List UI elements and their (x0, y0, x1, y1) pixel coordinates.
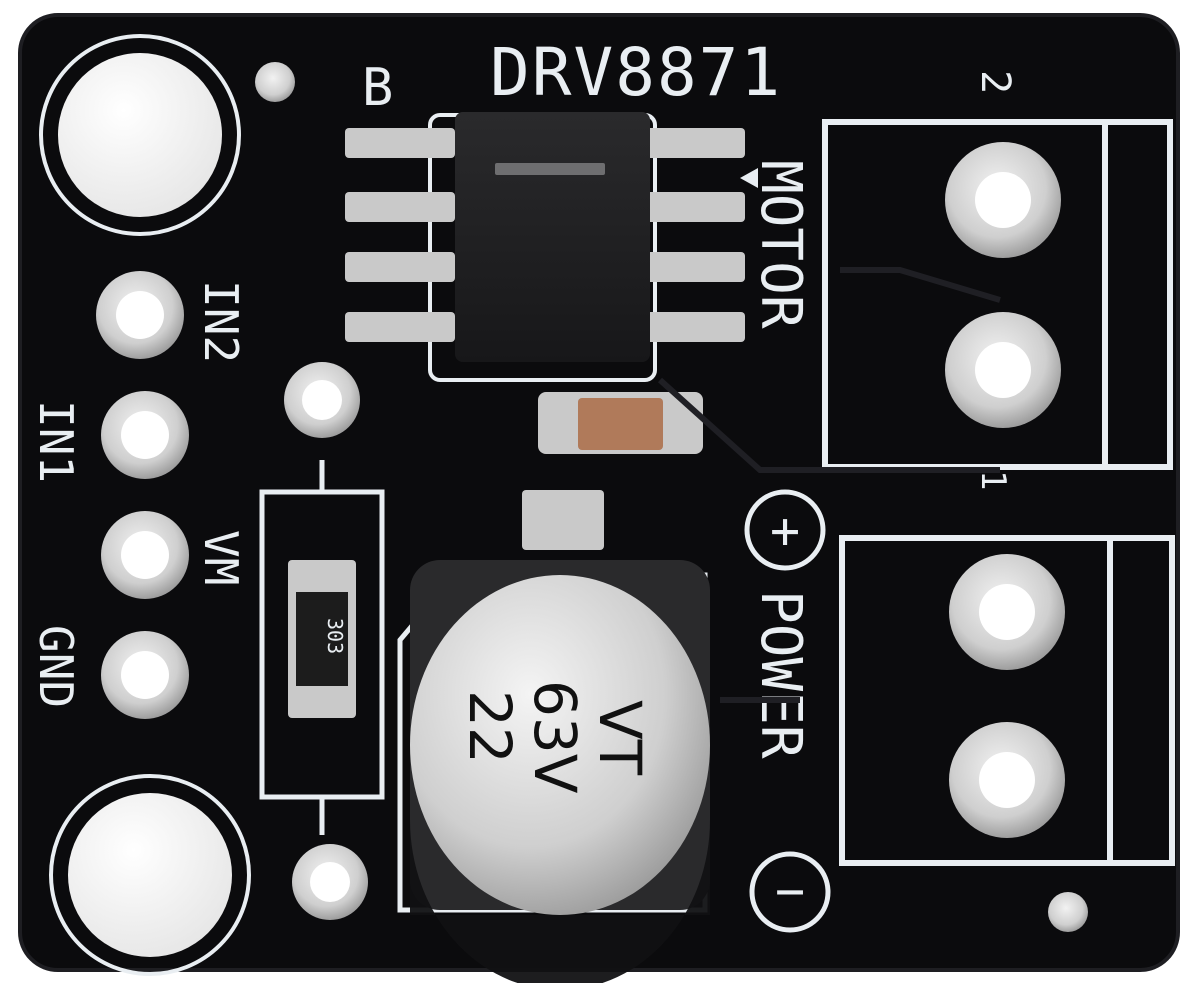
chip-label: DRV8871 (490, 34, 782, 111)
cap-text-line3: VT (586, 700, 654, 776)
minus-symbol: − (775, 862, 805, 920)
pin-pad-in1 (101, 391, 189, 479)
cap-text-line2: 63V (521, 680, 589, 794)
motor-screw-2 (945, 142, 1061, 258)
pin-pad-extra-top (284, 362, 360, 438)
label-gnd: GND (29, 625, 83, 708)
pin-pad-gnd (101, 631, 189, 719)
label-in1: IN1 (29, 400, 83, 483)
header-pins (96, 271, 368, 920)
cap-text-line1: 22 (456, 690, 524, 764)
power-terminal (839, 535, 1175, 866)
electrolytic-capacitor: 22 63V VT (397, 560, 710, 987)
driver-ic (345, 112, 758, 382)
resistor-footprint: 303 (259, 460, 385, 835)
minus-marker: − (749, 851, 831, 933)
motor-label: MOTOR (748, 160, 813, 329)
terminal-pin-2: 2 (972, 70, 1018, 94)
plus-marker: + (744, 489, 826, 571)
power-screw-plus (949, 554, 1065, 670)
label-in2: IN2 (194, 280, 248, 363)
version-mark: B (362, 58, 393, 118)
label-vm: VM (194, 530, 248, 585)
via-bottom-right (1048, 892, 1088, 932)
pin-pad-in2 (96, 271, 184, 359)
pin-pad-vm (101, 511, 189, 599)
plus-symbol: + (770, 502, 800, 560)
pin-pad-extra-bottom (292, 844, 368, 920)
motor-screw-1 (945, 312, 1061, 428)
mounting-hole-top (39, 34, 241, 236)
power-label: POWER (748, 590, 813, 759)
terminal-pin-1: 1 (973, 470, 1013, 490)
smd-capacitor (538, 392, 703, 454)
mounting-hole-bottom (49, 774, 251, 976)
cap-pad (522, 490, 604, 550)
resistor-code: 303 (323, 618, 347, 654)
via-top (255, 62, 295, 102)
power-screw-minus (949, 722, 1065, 838)
board-traces (657, 267, 1001, 703)
